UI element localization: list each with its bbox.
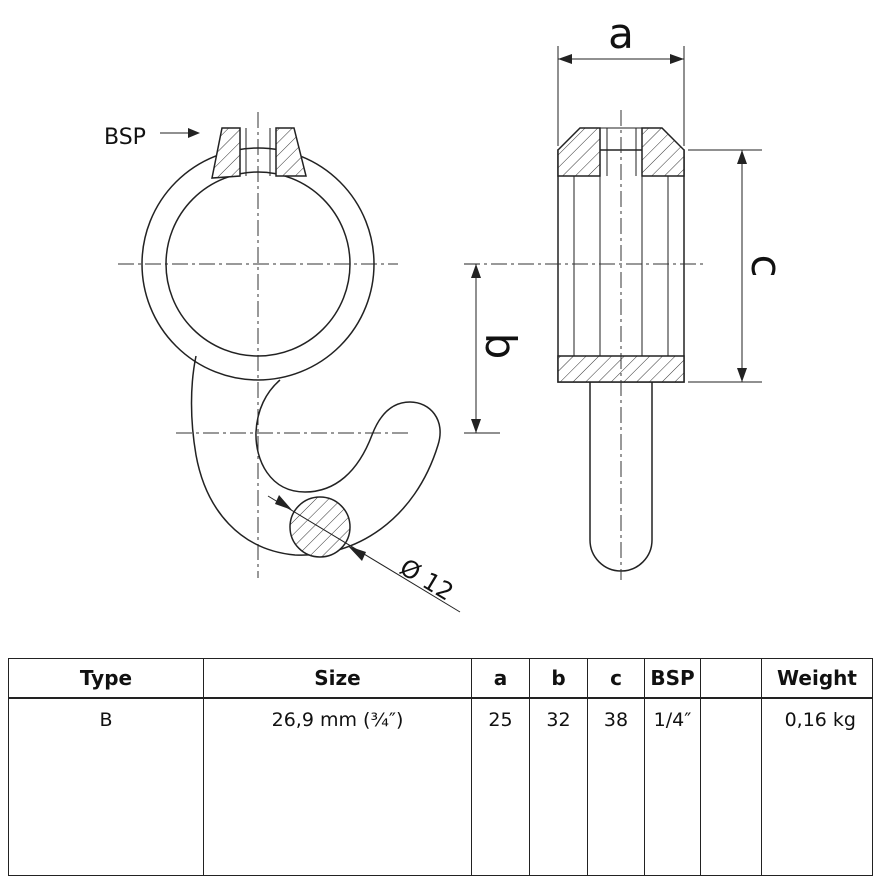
- dim-c-arrow-bottom: [737, 368, 747, 382]
- dim-a-label: a: [608, 9, 634, 58]
- dim-c-arrow-top: [737, 150, 747, 164]
- dim-b-label: b: [476, 333, 525, 360]
- cell-size: 26,9 mm (¾″): [203, 697, 472, 876]
- bsp-arrow-head: [188, 128, 200, 138]
- header-weight: Weight: [761, 658, 873, 699]
- cell-a: 25: [471, 697, 530, 876]
- technical-drawing: Ø 12 BSP a: [104, 9, 791, 613]
- header-blank: [700, 658, 762, 699]
- header-c: c: [587, 658, 645, 699]
- header-size: Size: [203, 658, 472, 699]
- cell-c: 38: [587, 697, 645, 876]
- header-type: Type: [8, 658, 204, 699]
- side-top-section: [557, 127, 601, 177]
- ring-inner: [165, 171, 351, 357]
- dim-b-arrow-bottom: [471, 419, 481, 433]
- side-top-section-right: [641, 127, 685, 177]
- diameter-arrow-top: [275, 495, 292, 510]
- header-bsp: BSP: [644, 658, 701, 699]
- diameter-label: Ø 12: [395, 553, 458, 606]
- side-view: a c b: [464, 9, 791, 580]
- header-a: a: [471, 658, 530, 699]
- table-header-row: Type Size a b c BSP Weight: [8, 658, 873, 699]
- front-view: Ø 12 BSP: [104, 112, 461, 613]
- cell-type: B: [8, 697, 204, 876]
- boss-left-section: [211, 127, 241, 179]
- header-b: b: [529, 658, 588, 699]
- cell-blank: [700, 697, 762, 876]
- cell-bsp: 1/4″: [644, 697, 701, 876]
- diameter-arrow-bottom: [348, 546, 366, 561]
- spec-table: Type Size a b c BSP Weight B 26,9 mm (¾″…: [8, 658, 873, 876]
- cell-weight: 0,16 kg: [761, 697, 873, 876]
- table-row: B 26,9 mm (¾″) 25 32 38 1/4″ 0,16 kg: [8, 697, 873, 876]
- dim-b-arrow-top: [471, 264, 481, 278]
- boss-right-section: [275, 127, 307, 177]
- dim-c-label: c: [742, 254, 791, 277]
- bsp-label: BSP: [104, 125, 146, 150]
- ring-outer: [141, 147, 375, 381]
- hook-body: [190, 355, 441, 556]
- dim-a-arrow-left: [558, 54, 572, 64]
- cell-b: 32: [529, 697, 588, 876]
- dim-a-arrow-right: [670, 54, 684, 64]
